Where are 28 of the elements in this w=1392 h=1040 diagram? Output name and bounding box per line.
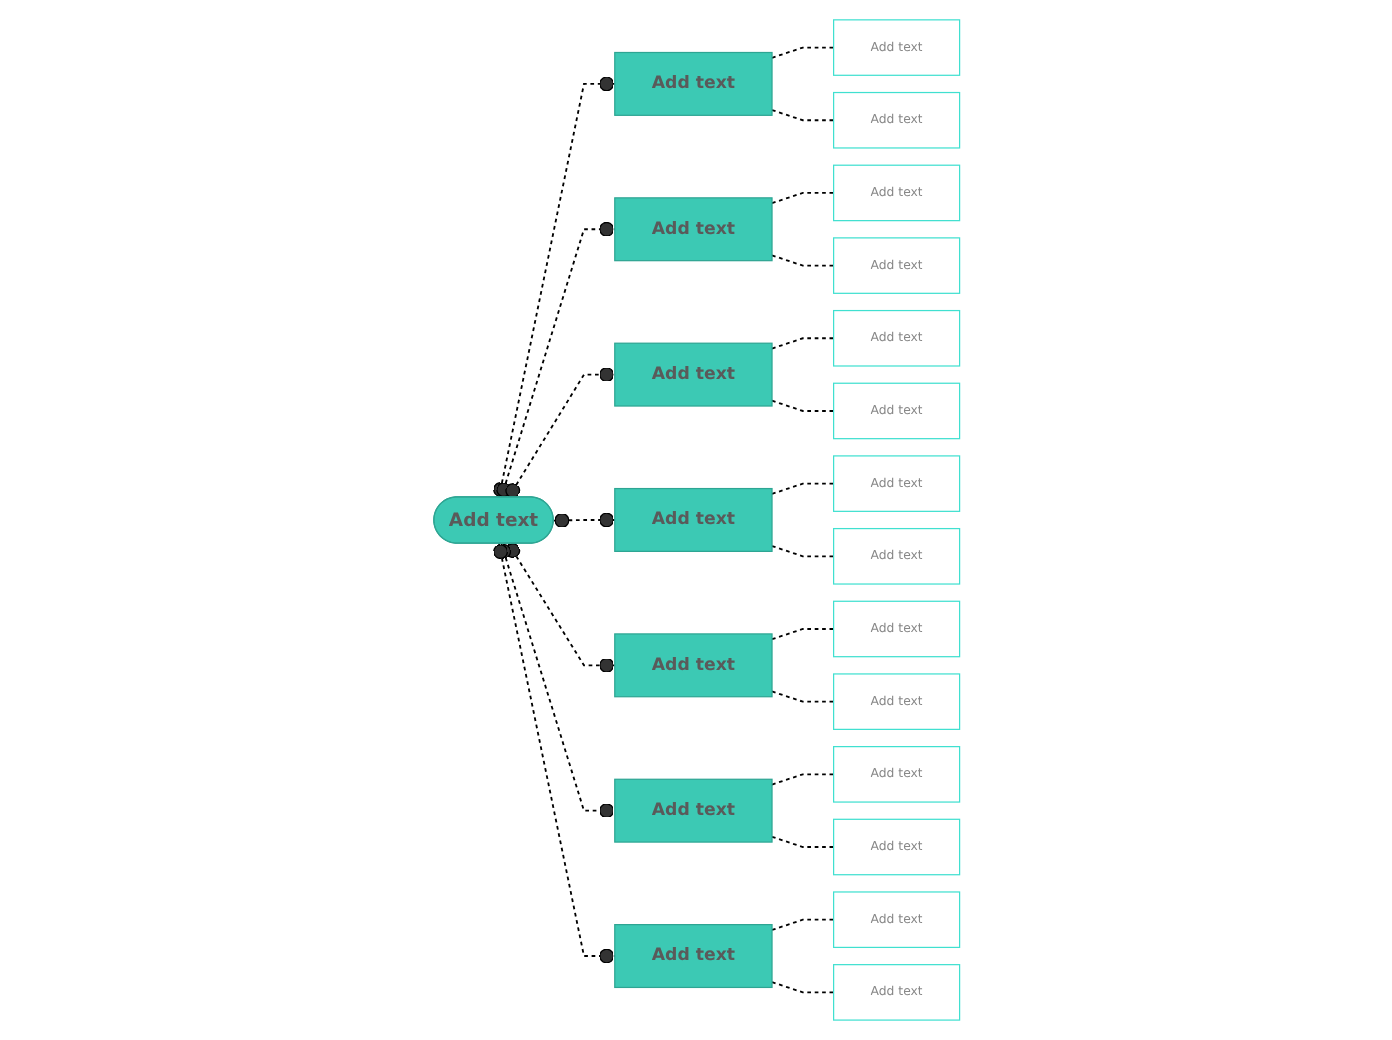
connector xyxy=(770,628,834,641)
connector xyxy=(504,542,615,673)
connector xyxy=(770,835,834,848)
node-box: Add text xyxy=(613,51,772,116)
connector xyxy=(770,482,834,495)
connector xyxy=(770,399,834,412)
node-box: Add text xyxy=(613,197,772,262)
connector xyxy=(770,46,834,59)
connector xyxy=(770,254,834,267)
connector xyxy=(770,690,834,703)
connector xyxy=(770,773,834,786)
connector xyxy=(770,918,834,931)
connector xyxy=(492,542,615,964)
connector xyxy=(495,221,615,499)
node-box: Add text xyxy=(613,778,772,843)
connector xyxy=(495,542,615,819)
connector xyxy=(552,512,615,528)
connector xyxy=(770,337,834,350)
node-box: Add text xyxy=(613,487,772,553)
connector xyxy=(770,109,834,122)
connector xyxy=(770,545,834,558)
connector xyxy=(770,192,834,205)
connector xyxy=(492,76,615,499)
connector xyxy=(770,981,834,994)
node-box: Add text xyxy=(613,342,772,407)
node-box: Add text xyxy=(613,924,772,989)
node-box: Add text xyxy=(613,633,772,698)
connector xyxy=(504,367,615,499)
